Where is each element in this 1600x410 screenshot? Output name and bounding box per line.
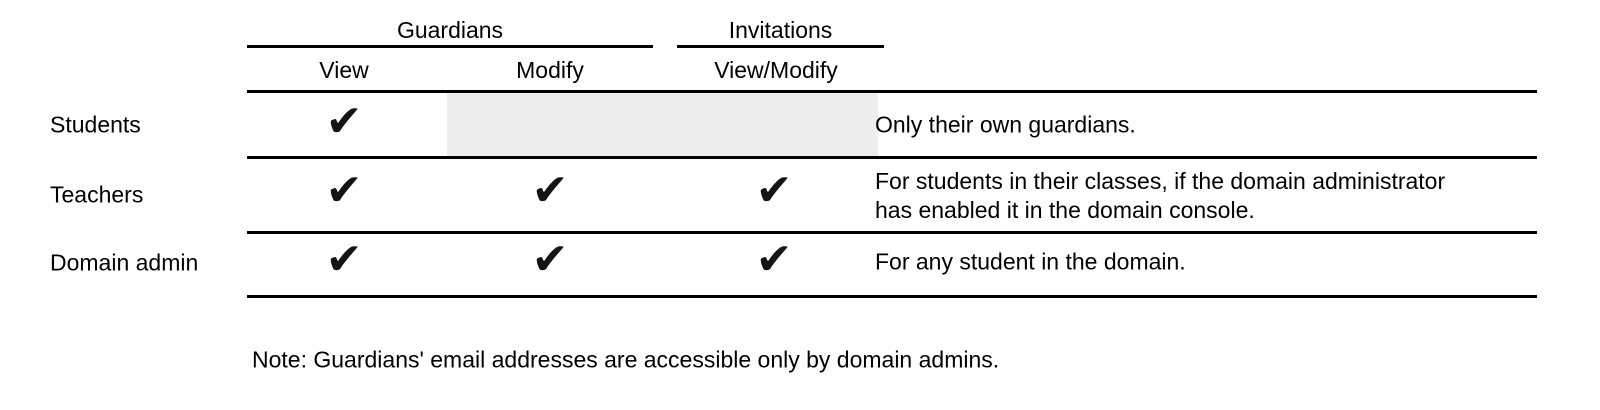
comment-line: Only their own guardians. [875,111,1136,138]
column-group-guardians: Guardians [247,12,653,48]
check-icon: ✔ [531,165,569,217]
column-header-modify: Modify [516,57,584,83]
check-icon: ✔ [755,165,793,217]
comment-line: For any student in the domain. [875,248,1186,275]
check-icon: ✔ [325,165,363,217]
row-label-students: Students [50,111,141,138]
rule-below-header [247,90,1537,93]
column-header-view: View [319,57,369,83]
row-comment-students: Only their own guardians. [875,111,1545,140]
rule-below-teachers [247,231,1537,234]
row-label-teachers: Teachers [50,181,144,208]
check-icon: ✔ [325,234,363,286]
check-icon: ✔ [325,96,363,148]
row-label-domain-admin: Domain admin [50,249,199,276]
column-header-view-modify: View/Modify [714,57,838,83]
column-group-invitations: Invitations [677,12,884,48]
row-comment-teachers: For students in their classes, if the do… [875,167,1545,225]
comment-line: has enabled it in the domain console. [875,197,1255,223]
check-icon: ✔ [531,234,569,286]
comment-line: For students in their classes, if the do… [875,168,1446,194]
rule-below-domain-admin [247,295,1537,298]
footnote: Note: Guardians' email addresses are acc… [252,346,1000,373]
students-restricted-area [447,93,878,156]
row-comment-domain-admin: For any student in the domain. [875,248,1545,277]
rule-below-students [247,156,1537,159]
check-icon: ✔ [755,234,793,286]
